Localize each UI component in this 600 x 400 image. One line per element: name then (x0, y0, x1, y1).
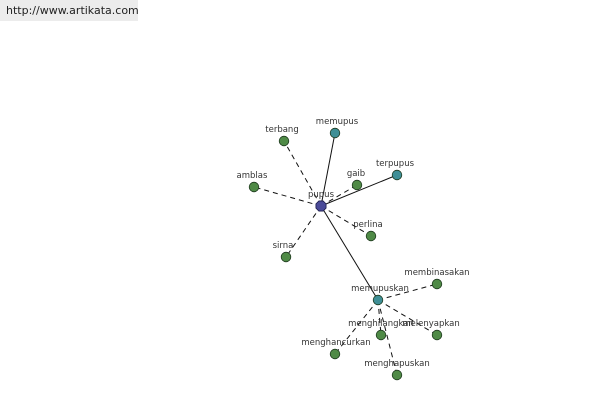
edge-pupus-memupus (320, 132, 336, 207)
node-label-perlina: perlina (353, 220, 382, 230)
node-label-amblas: amblas (237, 171, 268, 181)
edge-pupus-terbang (283, 140, 322, 207)
edge-memupuskan-menghancurkan (334, 299, 379, 355)
node-pupus[interactable]: pupus (308, 190, 335, 212)
node-gaib[interactable]: gaib (347, 169, 365, 191)
node-marker-terbang (278, 135, 290, 147)
edge-pupus-memupuskan (320, 205, 379, 301)
node-label-memupus: memupus (316, 117, 359, 127)
node-perlina[interactable]: perlina (353, 220, 383, 242)
edge-memupuskan-menghapuskan (377, 299, 398, 376)
node-label-terbang: terbang (265, 125, 298, 135)
edges-layer (253, 132, 438, 376)
node-marker-menghilangkan (375, 329, 387, 341)
node-memupuskan[interactable]: memupuskan (351, 284, 409, 306)
edge-memupuskan-melenyapkan (377, 299, 438, 336)
node-marker-memupuskan (372, 294, 384, 306)
node-label-terpupus: terpupus (376, 159, 415, 169)
node-terpupus[interactable]: terpupus (376, 159, 415, 181)
node-membinasakan[interactable]: membinasakan (404, 268, 470, 290)
node-label-gaib: gaib (347, 169, 365, 179)
node-label-menghapuskan: menghapuskan (364, 359, 429, 369)
edge-pupus-perlina (320, 205, 372, 237)
node-melenyapkan[interactable]: melenyapkan (402, 319, 460, 341)
edge-pupus-gaib (320, 184, 358, 207)
node-terbang[interactable]: terbang (265, 125, 299, 147)
site-link[interactable]: http://www.artikata.com (0, 0, 139, 21)
node-marker-membinasakan (431, 278, 443, 290)
node-sirna[interactable]: sirna (273, 241, 294, 263)
nodes-layer: pupus memupus terpupus memupuskan terbang amb… (237, 117, 470, 381)
node-marker-menghapuskan (391, 369, 403, 381)
edge-pupus-terpupus (320, 174, 398, 207)
node-menghapuskan[interactable]: menghapuskan (364, 359, 430, 381)
node-marker-memupus (329, 127, 341, 139)
node-marker-menghancurkan (329, 348, 341, 360)
node-marker-pupus (315, 200, 327, 212)
node-menghilangkan[interactable]: menghilangkan (348, 319, 414, 341)
node-menghancurkan[interactable]: menghancurkan (301, 338, 371, 360)
node-marker-melenyapkan (431, 329, 443, 341)
node-marker-perlina (365, 230, 377, 242)
node-label-sirna: sirna (273, 241, 294, 251)
edge-memupuskan-menghilangkan (377, 299, 382, 336)
node-memupus[interactable]: memupus (316, 117, 359, 139)
node-label-memupuskan: memupuskan (351, 284, 409, 294)
node-label-menghilangkan: menghilangkan (348, 319, 414, 329)
edge-pupus-sirna (285, 205, 322, 258)
edge-pupus-amblas (253, 186, 322, 207)
node-label-menghancurkan: menghancurkan (301, 338, 370, 348)
edge-memupuskan-membinasakan (377, 283, 438, 301)
node-label-membinasakan: membinasakan (404, 268, 469, 278)
node-marker-sirna (280, 251, 292, 263)
node-marker-amblas (248, 181, 260, 193)
node-label-pupus: pupus (308, 190, 335, 200)
node-label-melenyapkan: melenyapkan (402, 319, 460, 329)
node-marker-gaib (351, 179, 363, 191)
node-marker-terpupus (391, 169, 403, 181)
node-amblas[interactable]: amblas (237, 171, 268, 193)
